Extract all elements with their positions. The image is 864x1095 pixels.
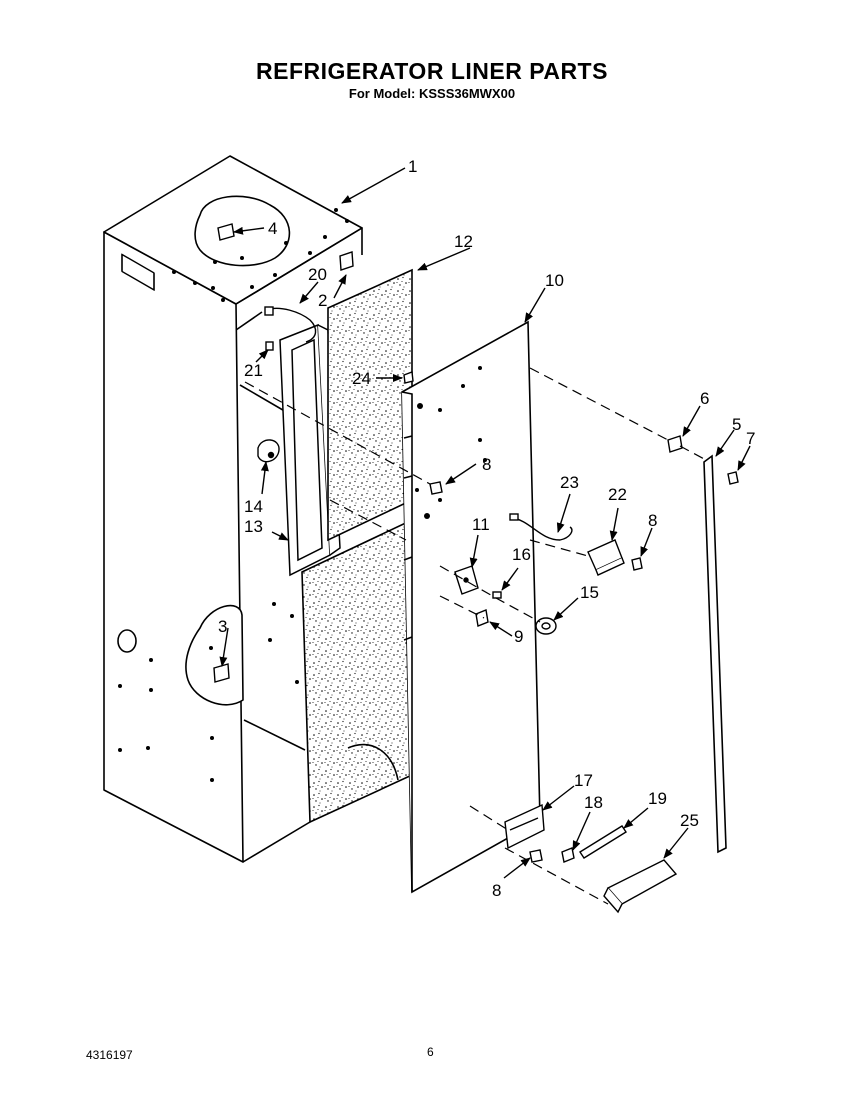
callout-22: 22: [608, 485, 627, 504]
leader-lines: [219, 167, 751, 879]
part-10-liner-panel: [401, 320, 541, 894]
callout-17: 17: [574, 771, 593, 790]
callout-4: 4: [268, 219, 277, 238]
panel-components: [213, 223, 739, 914]
alignment-lines: [244, 367, 707, 905]
callout-7: 7: [746, 429, 755, 448]
callout-8-top: 8: [482, 455, 491, 474]
callout-14: 14: [244, 497, 263, 516]
callout-25: 25: [680, 811, 699, 830]
callout-9: 9: [514, 627, 523, 646]
callout-23: 23: [560, 473, 579, 492]
callout-8-bottom: 8: [492, 881, 501, 900]
callout-10: 10: [545, 271, 564, 290]
callout-11: 11: [472, 515, 490, 534]
callout-5: 5: [732, 415, 741, 434]
page-number: 6: [427, 1045, 434, 1059]
callout-24: 24: [352, 369, 371, 388]
callout-1: 1: [408, 157, 417, 176]
callout-20: 20: [308, 265, 327, 284]
callout-19: 19: [648, 789, 667, 808]
part-12-insulation-panel: [301, 268, 413, 824]
callout-18: 18: [584, 793, 603, 812]
model-subtitle: For Model: KSSS36MWX00: [348, 86, 516, 101]
document-number: 4316197: [86, 1048, 133, 1062]
callout-3: 3: [218, 617, 227, 636]
liner-panel-holes: [415, 366, 487, 519]
callout-15: 15: [580, 583, 599, 602]
callout-8-right: 8: [648, 511, 657, 530]
part-5-trim-strip: [703, 454, 727, 854]
callout-12: 12: [454, 232, 473, 251]
callout-16: 16: [512, 545, 531, 564]
callout-13: 13: [244, 517, 263, 536]
cabinet-holes: [118, 208, 349, 782]
page-title: REFRIGERATOR LINER PARTS: [256, 58, 608, 84]
callout-labels: 1 4 12 20 2 10 21 24 8 6 5 7 23 22 8 11 …: [218, 157, 755, 900]
callout-6: 6: [700, 389, 709, 408]
part-14-pad: [257, 439, 280, 463]
callout-21: 21: [244, 361, 263, 380]
callout-2: 2: [318, 291, 327, 310]
